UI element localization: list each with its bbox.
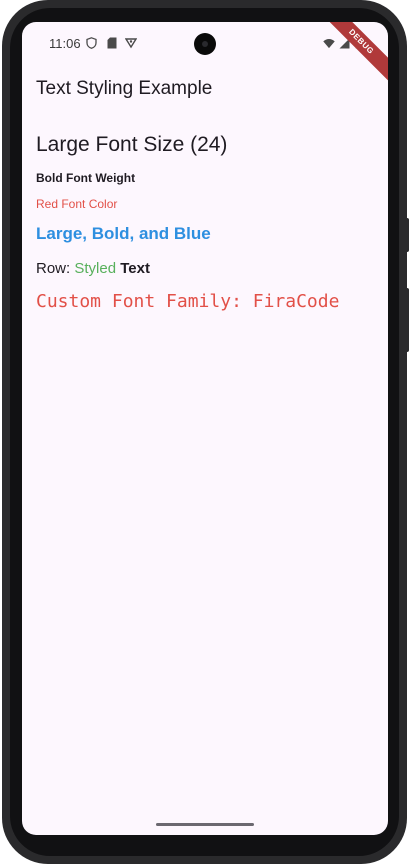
home-indicator[interactable] [156, 823, 254, 826]
styled-row: Row: Styled Text [36, 260, 150, 277]
row-prefix-text: Row: [36, 260, 75, 277]
debug-banner: DEBUG [316, 22, 388, 87]
row-styled-text: Styled [74, 260, 117, 277]
wifi-icon [323, 37, 335, 49]
sd-card-icon [106, 37, 118, 49]
volume-button [405, 218, 409, 252]
app-screen: 11:06 [22, 22, 388, 835]
row-bold-text: Text [120, 260, 150, 277]
status-time: 11:06 [49, 36, 81, 51]
red-color-text: Red Font Color [36, 197, 118, 211]
power-button [405, 288, 409, 352]
shield-icon [85, 37, 97, 49]
bold-weight-text: Bold Font Weight [36, 171, 136, 185]
status-bar: 11:06 [22, 22, 388, 87]
custom-font-text: Custom Font Family: FiraCode [36, 291, 340, 312]
front-camera [194, 33, 216, 55]
signal-icon [338, 37, 350, 49]
vpn-key-icon [125, 37, 137, 49]
large-bold-blue-text: Large, Bold, and Blue [36, 224, 211, 243]
appbar-title: Text Styling Example [36, 78, 213, 99]
large-font-text: Large Font Size (24) [36, 133, 228, 156]
